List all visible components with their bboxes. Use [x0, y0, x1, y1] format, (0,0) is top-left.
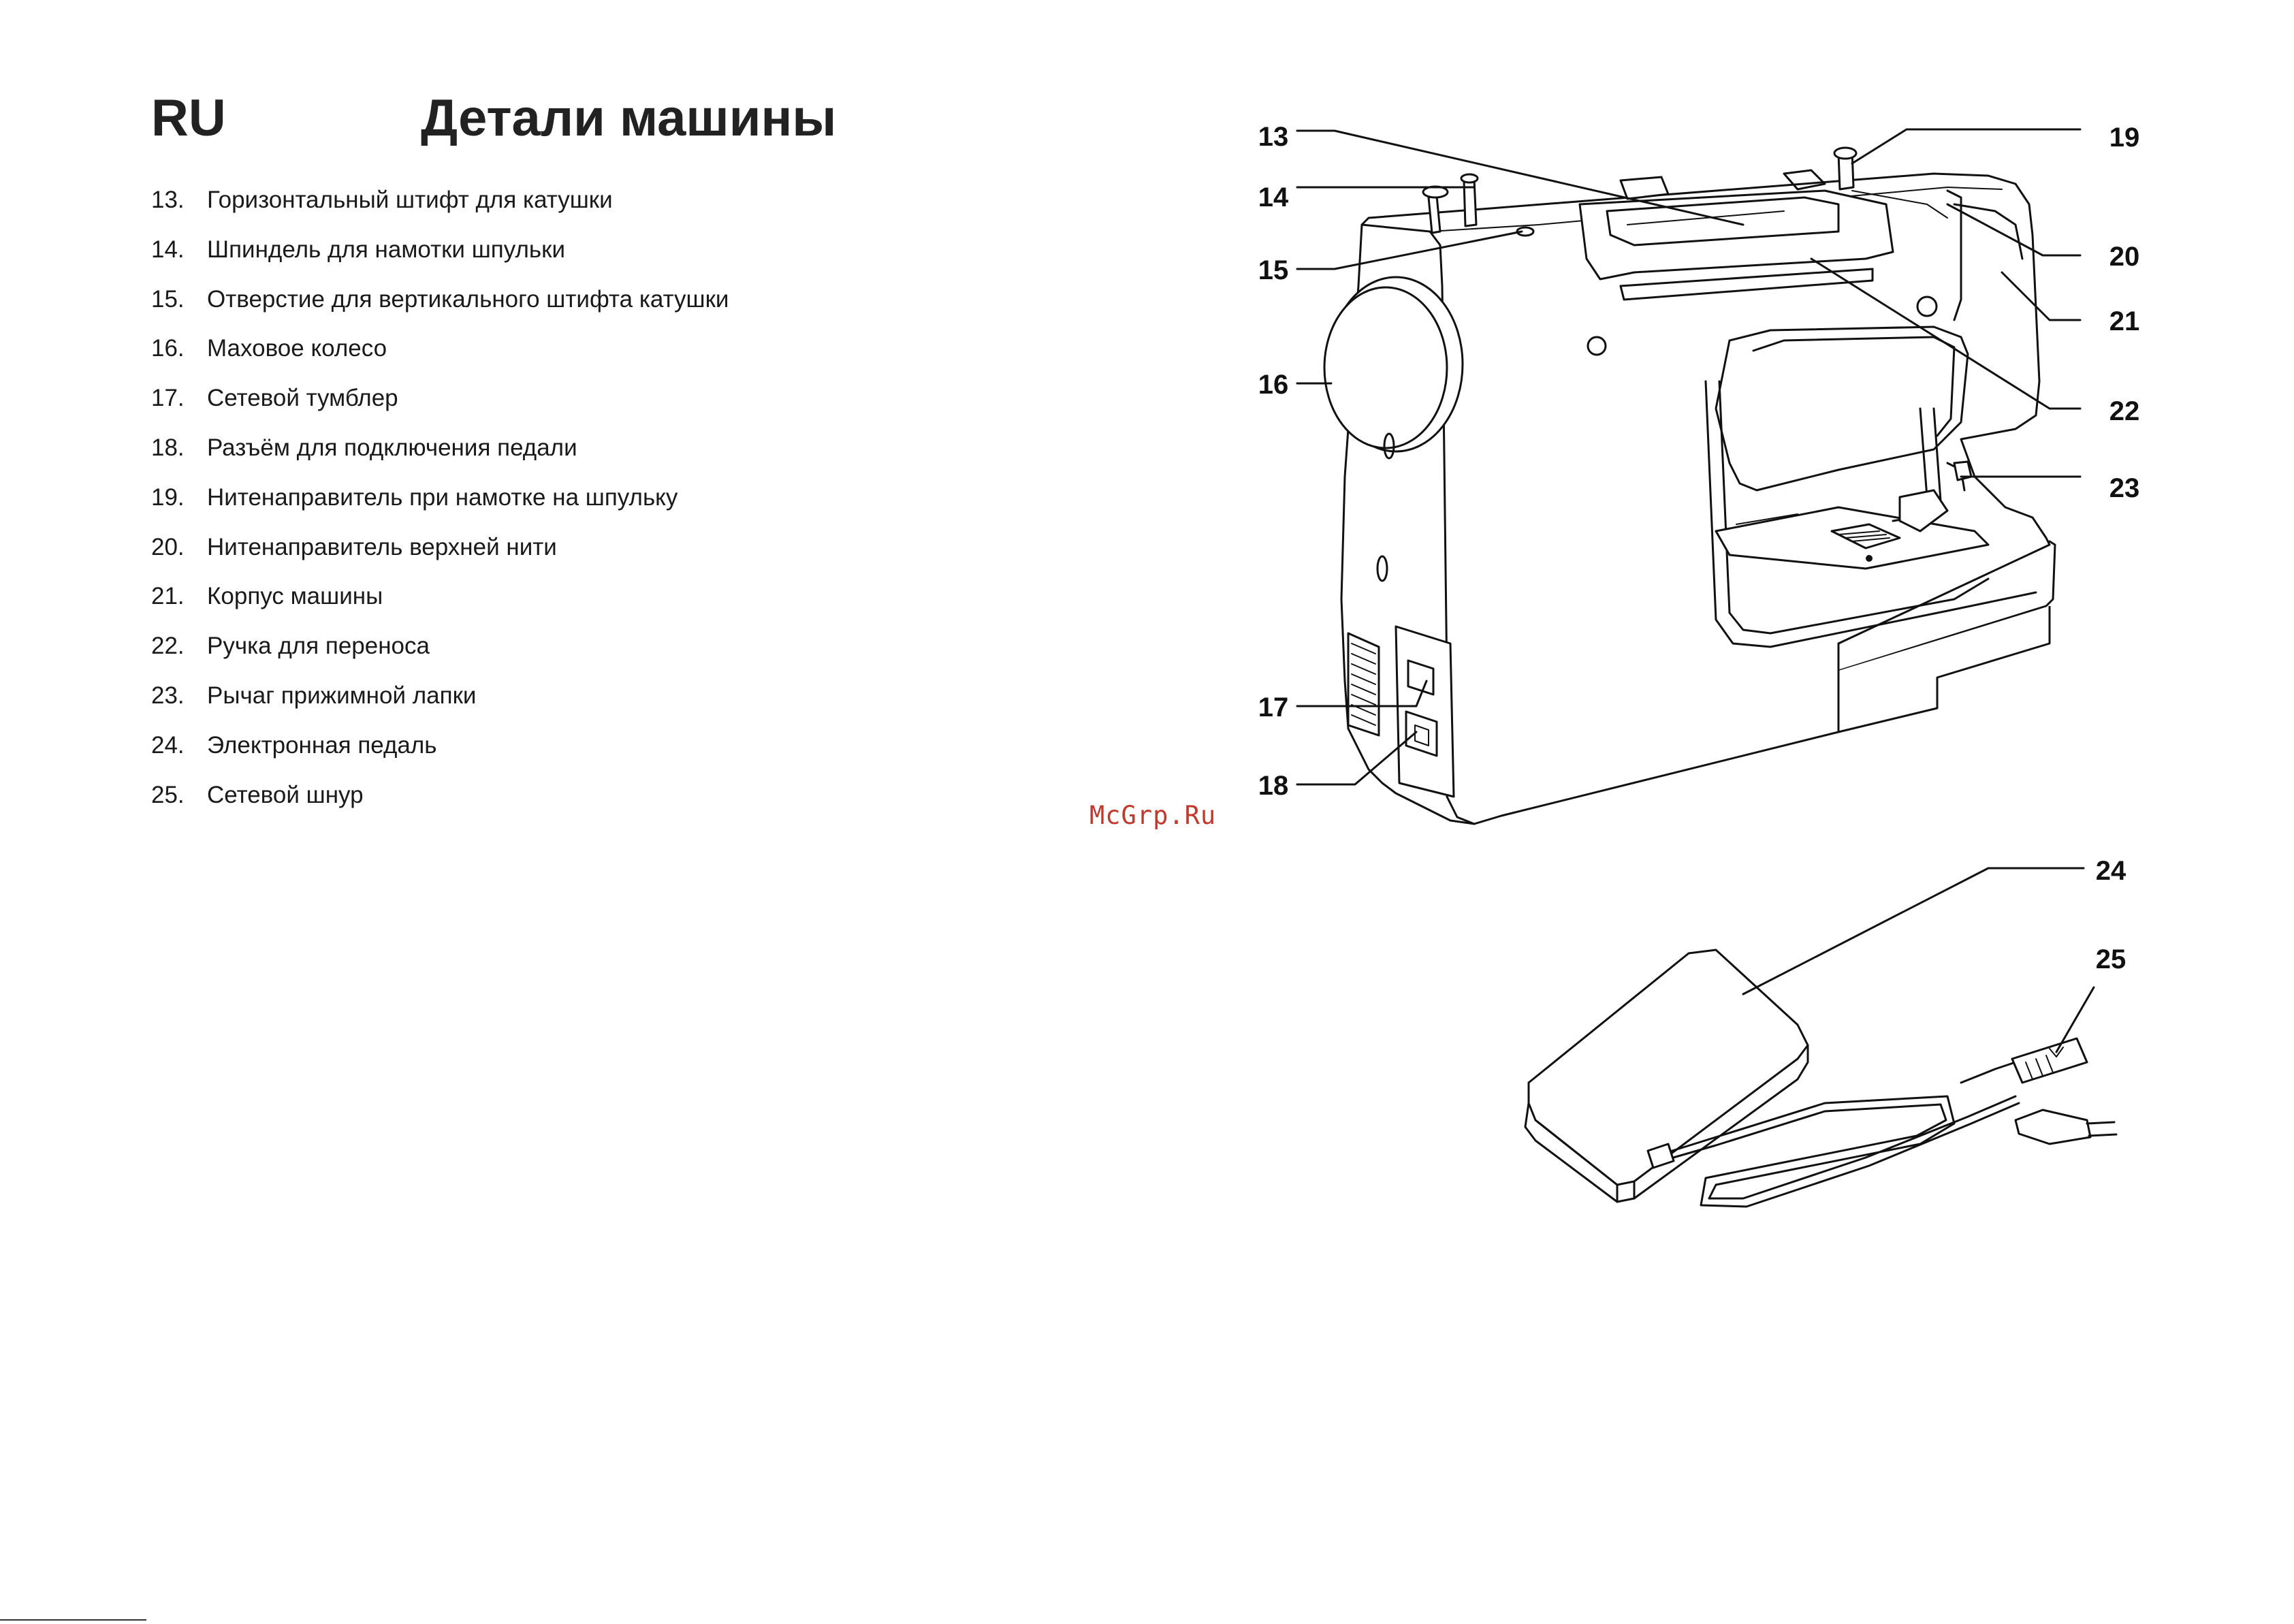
foot-pedal-illustration: [1524, 949, 2118, 1208]
part-number: 24.: [151, 731, 185, 759]
callout-17: 17: [1258, 692, 1289, 722]
part-number: 25.: [151, 781, 185, 808]
part-number: 21.: [151, 583, 185, 610]
callout-25: 25: [2096, 944, 2126, 974]
part-name: Корпус машины: [207, 583, 383, 610]
sewing-machine-illustration: [1323, 146, 2056, 825]
part-name: Ручка для переноса: [207, 633, 430, 660]
part-number: 17.: [151, 385, 185, 412]
part-number: 16.: [151, 335, 185, 362]
watermark: McGrp.Ru: [1089, 801, 1217, 830]
language-code: RU: [151, 89, 226, 147]
part-name: Разъём для подключения педали: [207, 434, 577, 461]
callout-16: 16: [1258, 370, 1289, 400]
part-number: 23.: [151, 682, 185, 709]
callout-20: 20: [2109, 242, 2140, 272]
part-name: Нитенаправитель при намотке на шпульку: [207, 483, 678, 511]
callout-labels: 13 14 15 16 17 18 19 20 21 22 23 24 25: [1258, 122, 2140, 974]
callout-23: 23: [2109, 473, 2140, 503]
callout-15: 15: [1258, 255, 1289, 285]
part-name: Сетевой тумблер: [207, 385, 398, 412]
callout-14: 14: [1258, 182, 1289, 212]
callout-21: 21: [2109, 306, 2140, 336]
page-corner-mark: [0, 1619, 146, 1621]
part-number: 19.: [151, 483, 185, 511]
part-name: Сетевой шнур: [207, 781, 364, 808]
part-name: Отверстие для вертикального штифта катуш…: [207, 285, 729, 313]
part-number: 22.: [151, 633, 185, 660]
part-number: 18.: [151, 434, 185, 461]
callout-19: 19: [2109, 123, 2140, 153]
part-number: 14.: [151, 236, 185, 263]
part-name: Шпиндель для намотки шпульки: [207, 236, 565, 263]
part-name: Нитенаправитель верхней нити: [207, 533, 557, 560]
part-number: 13.: [151, 187, 185, 213]
callout-13: 13: [1258, 122, 1289, 152]
leader-lines: [1296, 128, 2095, 1053]
callout-18: 18: [1258, 771, 1289, 801]
part-name: Рычаг прижимной лапки: [207, 682, 477, 709]
page-title: Детали машины: [421, 89, 837, 147]
part-number: 20.: [151, 533, 185, 560]
part-name: Маховое колесо: [207, 335, 387, 362]
callout-24: 24: [2096, 856, 2126, 886]
part-name: Электронная педаль: [207, 731, 437, 759]
part-number: 15.: [151, 285, 185, 313]
part-name: Горизонтальный штифт для катушки: [207, 187, 613, 213]
callout-22: 22: [2109, 396, 2140, 426]
